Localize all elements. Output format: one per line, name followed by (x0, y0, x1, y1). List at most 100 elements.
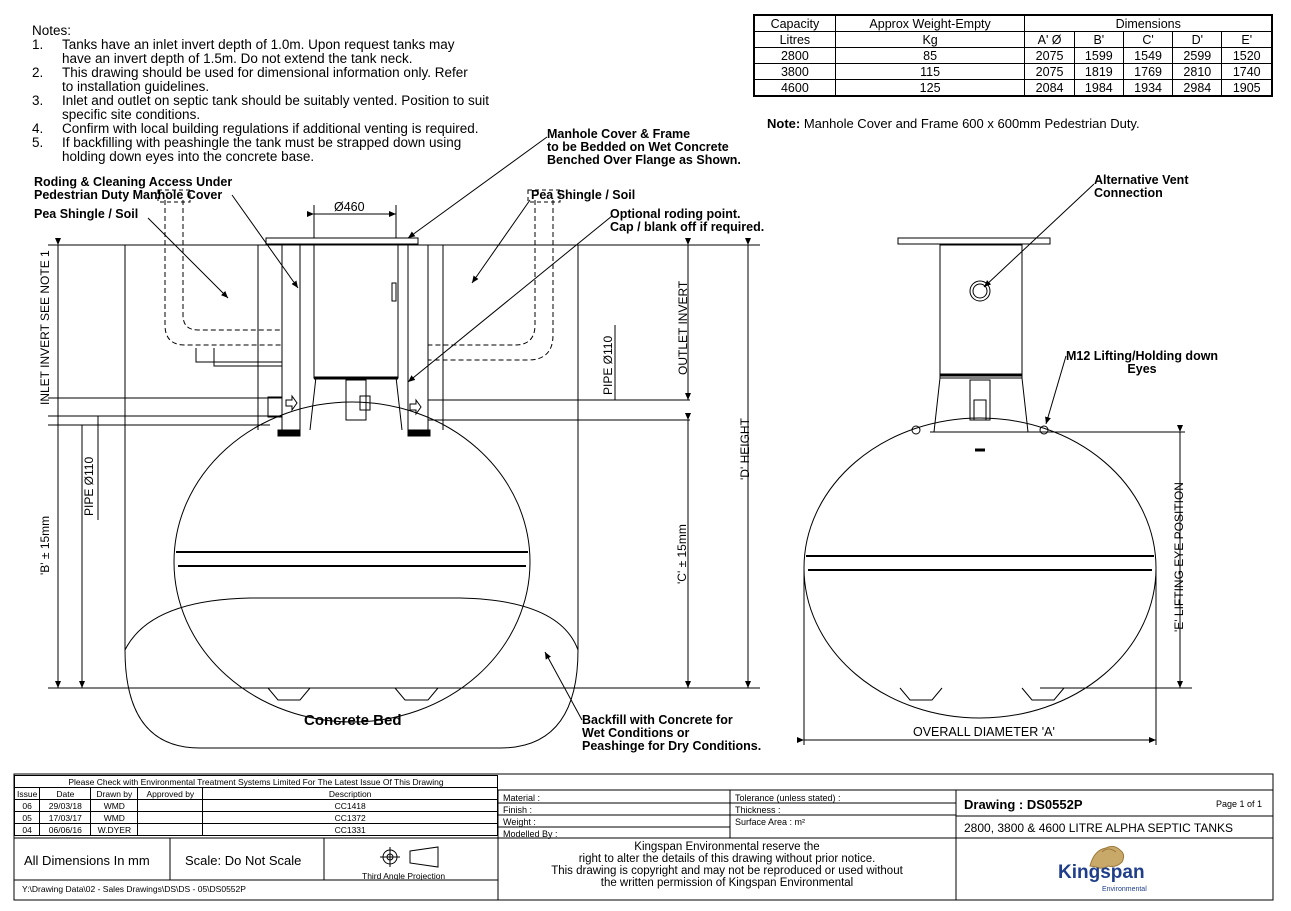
logo-subtext: Environmental (1102, 886, 1147, 893)
notes-block: Notes: 1. Tanks have an inlet invert dep… (32, 24, 552, 164)
manhole-note-label: Note: (767, 116, 801, 131)
note-item: 4. Confirm with local building regulatio… (32, 122, 552, 136)
callout-line: Optional roding point. (610, 207, 741, 221)
rev-header: Approved by (137, 787, 204, 800)
tank-neck (313, 244, 399, 379)
callout-line: Wet Conditions or (582, 726, 690, 740)
callout-line: Peashinge for Dry Conditions. (582, 739, 762, 753)
concrete-bed-outline (124, 597, 579, 651)
disclaimer-line: right to alter the details of this drawi… (578, 853, 876, 865)
rev-cell: 05 (13, 811, 41, 824)
rev-header: Drawn by (90, 787, 139, 800)
note-number: 4. (32, 121, 44, 136)
callout-manhole: Manhole Cover & Frame to be Bedded on We… (547, 128, 741, 167)
table-cell: 3800 (753, 63, 836, 80)
table-row: 3800 115 2075 1819 1769 2810 1740 (753, 63, 1273, 80)
disclaimer-line: This drawing is copyright and may not be… (551, 865, 903, 877)
table-cell: 2810 (1172, 63, 1223, 80)
callout-line: Eyes (1127, 362, 1157, 376)
table-cell: 1549 (1122, 47, 1174, 64)
table-subheader: A' Ø (1024, 31, 1075, 48)
kingspan-logo: Kingspan Environmental (1050, 840, 1160, 898)
callout-line: Manhole Cover & Frame (547, 127, 691, 141)
label-d-height: 'D' HEIGHT (738, 418, 752, 480)
label-concrete-bed: Concrete Bed (304, 712, 402, 729)
table-subheader: Litres (753, 31, 836, 48)
note-item: 2. This drawing should be used for dimen… (32, 66, 552, 94)
callout-line: Backfill with Concrete for (582, 713, 733, 727)
note-line: This drawing should be used for dimensio… (62, 65, 468, 80)
rev-cell (137, 799, 204, 812)
rev-cell (137, 811, 204, 824)
callout-alt-vent: Alternative Vent Connection (1094, 174, 1188, 200)
table-cell: 1769 (1122, 63, 1174, 80)
note-number: 5. (32, 135, 44, 150)
note-line: Confirm with local building regulations … (62, 121, 479, 136)
drawing-number: Drawing : DS0552P (964, 797, 1083, 812)
rev-cell: WMD (90, 811, 139, 824)
rev-cell: CC1418 (202, 799, 498, 812)
note-number: 3. (32, 93, 44, 108)
rev-cell: 06 (13, 799, 41, 812)
callout-line: Benched Over Flange as Shown. (547, 153, 741, 167)
projection-cone (409, 846, 439, 868)
table-cell: 4600 (753, 79, 836, 97)
table-cell: 2084 (1024, 79, 1075, 97)
material-label: Material : (503, 793, 541, 803)
label-overall-diameter: OVERALL DIAMETER 'A' (913, 725, 1055, 739)
note-line: to installation guidelines. (62, 79, 210, 94)
rev-cell: WMD (90, 799, 139, 812)
page-indicator: Page 1 of 1 (1216, 799, 1263, 809)
rev-cell: 06/06/16 (39, 823, 92, 836)
tolerance-label: Tolerance (unless stated) : (735, 793, 841, 803)
tank-sphere-end (803, 417, 1157, 719)
weight-label: Weight : (503, 817, 536, 827)
table-cell: 1599 (1073, 47, 1124, 64)
rev-cell: 29/03/18 (39, 799, 92, 812)
table-row: 06 29/03/18 WMD CC1418 (13, 799, 498, 812)
table-header-weight: Approx Weight-Empty (834, 14, 1026, 32)
disclaimer-line: the written permission of Kingspan Envir… (600, 877, 854, 889)
manhole-note-text: Manhole Cover and Frame 600 x 600mm Pede… (800, 116, 1140, 131)
file-path: Y:\Drawing Data\02 - Sales Drawings\DS\D… (22, 884, 246, 894)
note-line: Inlet and outlet on septic tank should b… (62, 93, 490, 108)
callout-roding: Roding & Cleaning Access Under Pedestria… (34, 176, 232, 202)
tank-foot (394, 687, 439, 701)
lion-icon (1089, 845, 1125, 869)
scale-label: Scale: Do Not Scale (185, 853, 302, 868)
label-outlet-invert: OUTLET INVERT (676, 280, 690, 375)
rev-header: Description (202, 787, 498, 800)
excavation-outline (124, 245, 579, 749)
label-inlet-invert: INLET INVERT SEE NOTE 1 (38, 250, 52, 405)
table-header-dimensions: Dimensions (1024, 14, 1273, 32)
rev-cell: CC1372 (202, 811, 498, 824)
callout-line: Roding & Cleaning Access Under (34, 175, 233, 189)
table-row: 4600 125 2084 1984 1934 2984 1905 (753, 79, 1273, 97)
rev-cell (137, 823, 204, 836)
table-cell: 1819 (1073, 63, 1124, 80)
manhole-note: Note: Manhole Cover and Frame 600 x 600m… (767, 116, 1140, 131)
table-subheader: D' (1172, 31, 1223, 48)
note-number: 2. (32, 65, 44, 80)
callout-pea-shingle-left: Pea Shingle / Soil (34, 207, 139, 221)
callout-optional-roding: Optional roding point. Cap / blank off i… (610, 208, 764, 234)
all-dimensions-label: All Dimensions In mm (24, 853, 150, 868)
label-pipe-right: PIPE Ø110 (601, 335, 615, 395)
label-pipe-left: PIPE Ø110 (82, 456, 96, 516)
table-row: 2800 85 2075 1599 1549 2599 1520 (753, 47, 1273, 64)
drawing-title: 2800, 3800 & 4600 LITRE ALPHA SEPTIC TAN… (964, 821, 1234, 835)
manhole-cover-end (897, 237, 1051, 245)
callout-line: Alternative Vent (1094, 173, 1189, 187)
notes-title: Notes: (32, 23, 72, 38)
table-cell: 2984 (1172, 79, 1223, 97)
disclaimer: Kingspan Environmental reserve the right… (498, 841, 956, 889)
rev-cell: 17/03/17 (39, 811, 92, 824)
note-item: 3. Inlet and outlet on septic tank shoul… (32, 94, 552, 122)
table-cell: 2599 (1172, 47, 1223, 64)
callout-line: Pedestrian Duty Manhole Cover (34, 188, 223, 202)
revision-table: Please Check with Environmental Treatmen… (13, 775, 498, 836)
rev-cell: W.DYER (90, 823, 139, 836)
note-line: If backfilling with peashingle the tank … (62, 135, 462, 150)
check-notice: Please Check with Environmental Treatmen… (14, 775, 498, 788)
tank-neck-end (939, 244, 1023, 379)
